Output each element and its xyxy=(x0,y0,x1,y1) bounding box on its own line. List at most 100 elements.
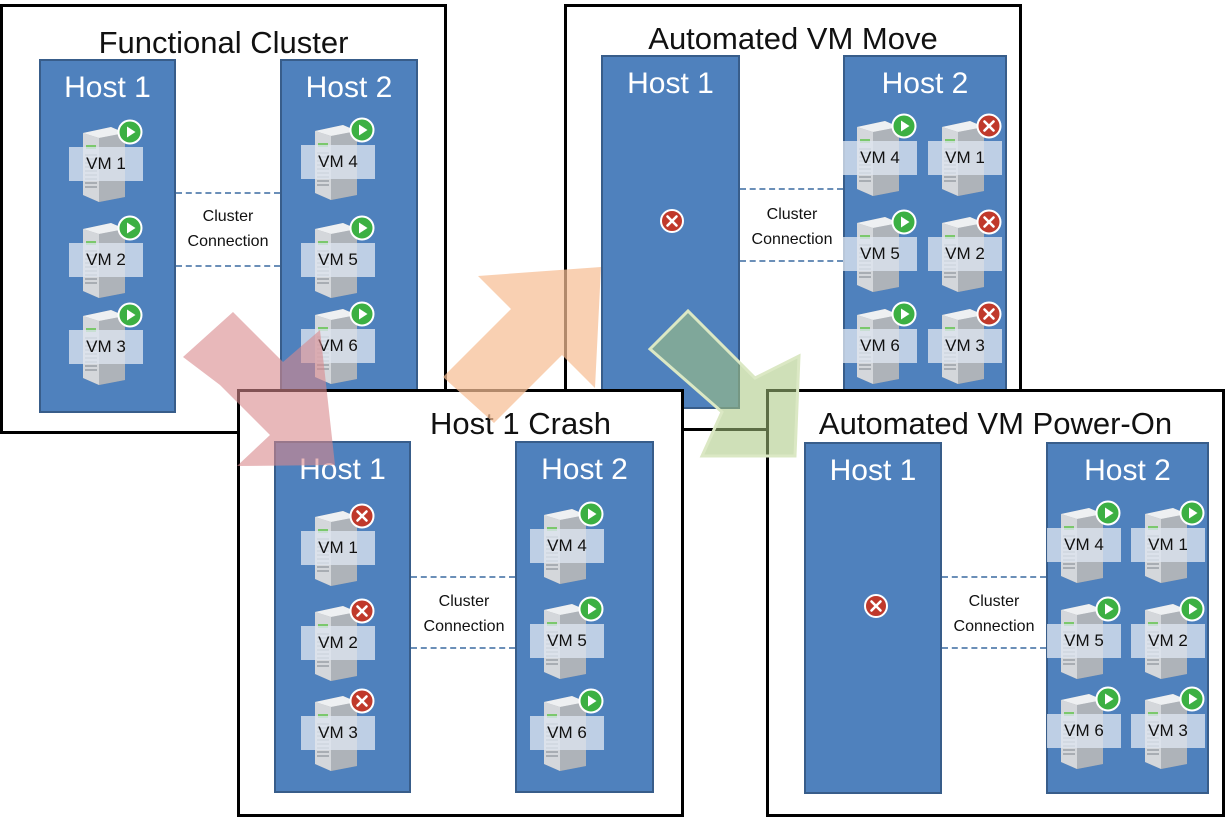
x-icon xyxy=(976,301,1002,327)
cluster-connection-line xyxy=(411,576,515,578)
host-label: Host 1 xyxy=(829,454,917,487)
cluster-connection-line xyxy=(942,647,1046,649)
play-icon xyxy=(349,117,375,143)
vm-item[interactable]: VM 4 xyxy=(530,501,610,585)
play-icon xyxy=(1095,500,1121,526)
play-icon xyxy=(117,302,143,328)
vm-item[interactable]: VM 1 xyxy=(928,113,1008,197)
vm-label: VM 1 xyxy=(69,147,143,181)
host-label: Host 2 xyxy=(881,67,969,100)
x-icon xyxy=(976,209,1002,235)
play-icon xyxy=(1095,686,1121,712)
host-label: Host 1 xyxy=(627,67,714,100)
panel-title: Host 1 Crash xyxy=(430,406,611,441)
vm-item[interactable]: VM 4 xyxy=(1047,500,1127,584)
vm-item[interactable]: VM 6 xyxy=(1047,686,1127,770)
vm-item[interactable]: VM 5 xyxy=(301,215,381,299)
play-icon xyxy=(117,215,143,241)
vm-label: VM 5 xyxy=(1047,624,1121,658)
panel-functional-cluster: Functional Cluster Host 1 Host 2 Cluster… xyxy=(0,4,447,434)
play-icon xyxy=(1179,686,1205,712)
host-1: Host 1 xyxy=(804,442,942,794)
vm-label: VM 4 xyxy=(301,145,375,179)
vm-label: VM 5 xyxy=(843,237,917,271)
panel-title: Automated VM Power-On xyxy=(818,406,1173,441)
vm-label: VM 1 xyxy=(928,141,1002,175)
vm-item[interactable]: VM 4 xyxy=(301,117,381,201)
vm-label: VM 5 xyxy=(301,243,375,277)
vm-item[interactable]: VM 3 xyxy=(1131,686,1211,770)
vm-label: VM 4 xyxy=(530,529,604,563)
host-failed-x-icon xyxy=(864,594,888,618)
vm-item[interactable]: VM 2 xyxy=(928,209,1008,293)
host-label: Host 2 xyxy=(541,453,628,486)
cluster-connection-line xyxy=(176,192,280,194)
host-label: Host 1 xyxy=(64,71,151,104)
vm-label: VM 2 xyxy=(928,237,1002,271)
cluster-connection-label: Cluster Connection xyxy=(423,593,505,635)
cluster-connection-line xyxy=(740,188,843,190)
host-failed-x-icon xyxy=(660,209,684,233)
panel-automated-vm-power-on: Automated VM Power-On Host 1 Host 2 Clus… xyxy=(766,389,1225,817)
vm-item[interactable]: VM 5 xyxy=(1047,596,1127,680)
vm-label: VM 3 xyxy=(928,329,1002,363)
cluster-connection-line xyxy=(411,647,515,649)
vm-label: VM 3 xyxy=(301,716,375,750)
x-icon xyxy=(349,503,375,529)
play-icon xyxy=(1179,500,1205,526)
vm-item[interactable]: VM 6 xyxy=(301,301,381,385)
vm-label: VM 6 xyxy=(1047,714,1121,748)
vm-label: VM 3 xyxy=(69,330,143,364)
host-label: Host 2 xyxy=(305,71,393,104)
cluster-connection-label: Cluster Connection xyxy=(751,206,833,248)
vm-item[interactable]: VM 6 xyxy=(843,301,923,385)
cluster-connection-label: Cluster Connection xyxy=(187,208,269,250)
vm-label: VM 2 xyxy=(69,243,143,277)
vm-item[interactable]: VM 2 xyxy=(69,215,149,299)
play-icon xyxy=(891,113,917,139)
play-icon xyxy=(117,119,143,145)
vm-label: VM 6 xyxy=(530,716,604,750)
arrow-to-host-crash xyxy=(183,312,335,466)
vm-item[interactable]: VM 1 xyxy=(1131,500,1211,584)
vm-item[interactable]: VM 5 xyxy=(843,209,923,293)
x-icon xyxy=(976,113,1002,139)
cluster-connection-label: Cluster Connection xyxy=(953,593,1035,635)
arrow-to-vm-move xyxy=(443,267,601,423)
vm-item[interactable]: VM 2 xyxy=(301,598,381,682)
vm-item[interactable]: VM 6 xyxy=(530,688,610,772)
vm-item[interactable]: VM 3 xyxy=(301,688,381,772)
cluster-connection-line xyxy=(942,576,1046,578)
vm-label: VM 3 xyxy=(1131,714,1205,748)
vm-label: VM 4 xyxy=(843,141,917,175)
vm-label: VM 2 xyxy=(301,626,375,660)
host-label: Host 2 xyxy=(1084,454,1171,487)
cluster-connection-line xyxy=(740,260,843,262)
vm-label: VM 1 xyxy=(1131,528,1205,562)
play-icon xyxy=(891,301,917,327)
play-icon xyxy=(578,596,604,622)
vm-label: VM 2 xyxy=(1131,624,1205,658)
panel-title: Functional Cluster xyxy=(98,25,349,60)
panel-host-1-crash: Host 1 Crash Host 1 Host 2 Cluster Conne… xyxy=(237,389,684,817)
play-icon xyxy=(578,501,604,527)
vm-label: VM 6 xyxy=(843,329,917,363)
vm-item[interactable]: VM 1 xyxy=(301,503,381,587)
vm-label: VM 1 xyxy=(301,531,375,565)
vm-item[interactable]: VM 5 xyxy=(530,596,610,680)
play-icon xyxy=(1095,596,1121,622)
play-icon xyxy=(349,215,375,241)
arrow-to-vm-power-on xyxy=(647,308,801,458)
x-icon xyxy=(349,598,375,624)
vm-item[interactable]: VM 4 xyxy=(843,113,923,197)
vm-item[interactable]: VM 3 xyxy=(69,302,149,386)
vm-item[interactable]: VM 3 xyxy=(928,301,1008,385)
x-icon xyxy=(349,688,375,714)
panel-title: Automated VM Move xyxy=(648,21,938,56)
play-icon xyxy=(349,301,375,327)
vm-item[interactable]: VM 2 xyxy=(1131,596,1211,680)
play-icon xyxy=(578,688,604,714)
vm-label: VM 4 xyxy=(1047,528,1121,562)
vm-item[interactable]: VM 1 xyxy=(69,119,149,203)
